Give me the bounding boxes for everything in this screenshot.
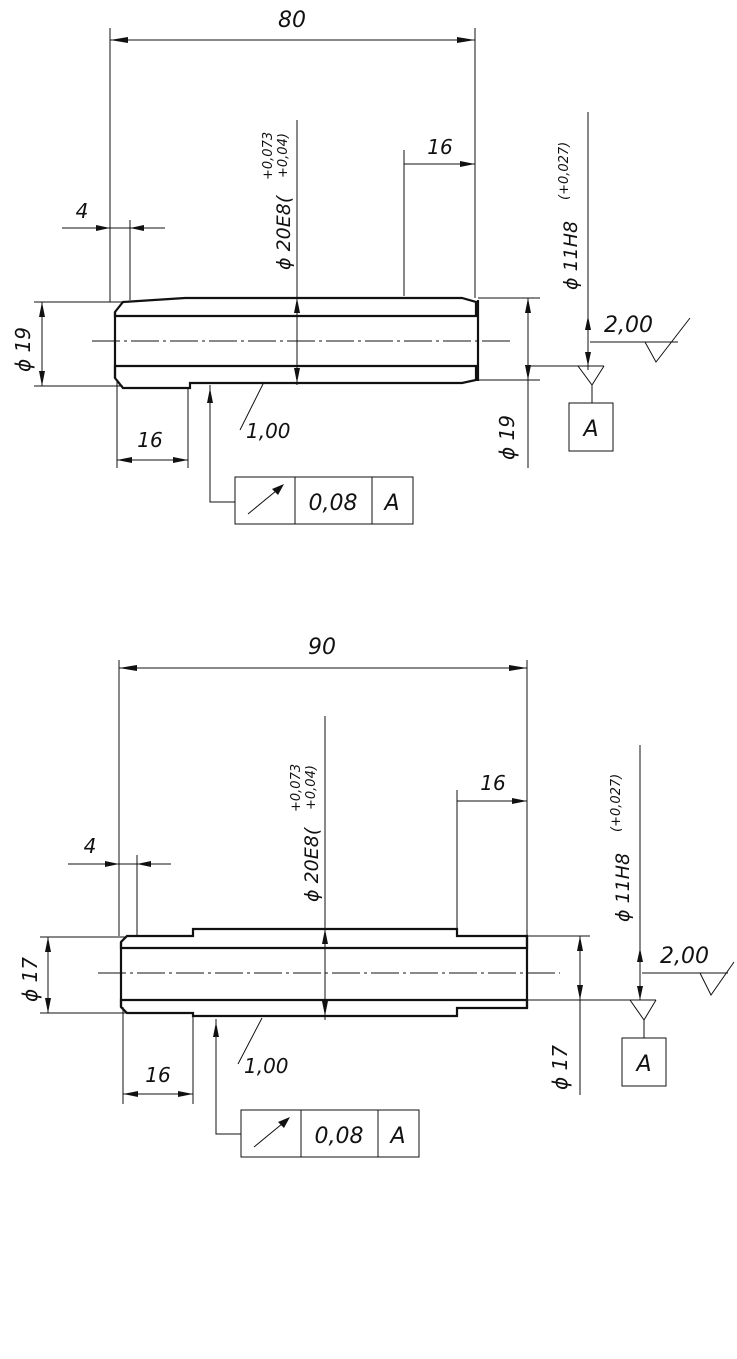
top-runout-datum: A bbox=[382, 491, 399, 516]
top-step-label: 16 bbox=[137, 428, 162, 452]
top-runout-value: 0,08 bbox=[309, 491, 358, 516]
top-datum: A bbox=[530, 366, 613, 451]
top-bore-fit: ϕ 20E8 bbox=[273, 203, 295, 270]
svg-text:+0,04): +0,04) bbox=[304, 765, 319, 810]
top-chamfer-label: 4 bbox=[76, 199, 89, 223]
top-dim-dia-left: ϕ 19 bbox=[11, 302, 123, 386]
top-outer-tol: +0,027 bbox=[557, 146, 572, 195]
bottom-runout-frame: 0,08 A bbox=[213, 1019, 419, 1157]
bottom-bore-tol-lower: +0,04 bbox=[304, 770, 319, 810]
bottom-roughness-main: 2,00 bbox=[642, 944, 734, 995]
bottom-dim-step: 16 bbox=[123, 1007, 193, 1104]
bottom-dim-outer: ϕ 11H8 (+0,027) bbox=[609, 745, 643, 1000]
top-dia-left-label: ϕ 19 bbox=[11, 327, 35, 372]
bottom-runout-datum: A bbox=[388, 1124, 405, 1149]
bottom-outer-tol: +0,027 bbox=[609, 778, 624, 827]
bottom-bore-fit: ϕ 20E8 bbox=[301, 835, 323, 902]
svg-text:(+0,027): (+0,027) bbox=[609, 774, 624, 832]
bottom-dia-left-label: ϕ 17 bbox=[18, 957, 42, 1002]
top-dia-right-label: ϕ 19 bbox=[495, 415, 519, 460]
svg-text:ϕ 11H8: ϕ 11H8 bbox=[612, 853, 634, 922]
top-part-body bbox=[92, 298, 510, 388]
svg-text:ϕ 11H8: ϕ 11H8 bbox=[560, 221, 582, 290]
top-dim-step: 16 bbox=[117, 380, 188, 468]
top-bore-tol-lower: +0,04 bbox=[276, 138, 291, 178]
top-dim-chamfer: 4 bbox=[62, 199, 165, 300]
bottom-dim-length: 90 bbox=[119, 635, 527, 936]
runout-icon bbox=[248, 484, 284, 514]
top-dim-dia-right: ϕ 19 bbox=[478, 298, 540, 468]
bottom-dim-collar: 16 bbox=[457, 771, 527, 929]
bottom-length-label: 90 bbox=[308, 635, 336, 660]
bottom-dia-right-label: ϕ 17 bbox=[548, 1045, 572, 1090]
bottom-bore-tol-upper: +0,073 bbox=[289, 764, 304, 812]
top-dim-bore: ϕ 20E8( +0,073 +0,04) bbox=[261, 120, 300, 385]
top-datum-label: A bbox=[581, 417, 598, 442]
svg-text:+0,073: +0,073 bbox=[289, 764, 304, 812]
bottom-dim-dia-left: ϕ 17 bbox=[18, 937, 127, 1013]
top-collar-label: 16 bbox=[427, 135, 452, 159]
top-roughness-main: 2,00 bbox=[590, 313, 690, 362]
bottom-part-body bbox=[98, 929, 560, 1016]
svg-text:ϕ 20E8(: ϕ 20E8( bbox=[273, 194, 295, 270]
bottom-step-label: 16 bbox=[145, 1063, 170, 1087]
top-dim-collar: 16 bbox=[404, 135, 475, 296]
svg-text:(+0,027): (+0,027) bbox=[557, 142, 572, 200]
bottom-chamfer-label: 4 bbox=[84, 834, 97, 858]
top-roughness-main-label: 2,00 bbox=[604, 313, 653, 338]
bottom-datum-label: A bbox=[634, 1052, 651, 1077]
top-roughness-inner: 1,00 bbox=[240, 382, 291, 443]
svg-text:+0,04): +0,04) bbox=[276, 133, 291, 178]
bottom-roughness-inner-label: 1,00 bbox=[244, 1054, 289, 1078]
top-length-label: 80 bbox=[278, 8, 306, 33]
top-dim-outer: ϕ 11H8 (+0,027) bbox=[557, 112, 591, 370]
top-outer-fit: ϕ 11H8 bbox=[560, 221, 582, 290]
bottom-runout-value: 0,08 bbox=[315, 1124, 364, 1149]
top-runout-frame: 0,08 A bbox=[207, 385, 413, 524]
bottom-collar-label: 16 bbox=[480, 771, 505, 795]
top-bore-tol-upper: +0,073 bbox=[261, 132, 276, 180]
top-drawing: 80 16 4 ϕ 20E8( +0,073 bbox=[11, 8, 690, 524]
svg-text:ϕ 20E8(: ϕ 20E8( bbox=[301, 826, 323, 902]
bottom-roughness-inner: 1,00 bbox=[238, 1018, 289, 1078]
top-roughness-inner-label: 1,00 bbox=[246, 419, 291, 443]
runout-icon bbox=[254, 1117, 290, 1147]
bottom-dim-bore: ϕ 20E8( +0,073 +0,04) bbox=[289, 716, 328, 1020]
bottom-dim-dia-right: ϕ 17 bbox=[527, 936, 590, 1095]
svg-text:+0,073: +0,073 bbox=[261, 132, 276, 180]
bottom-drawing: 90 16 4 ϕ 20E8( +0,073 +0, bbox=[18, 635, 734, 1157]
bottom-outer-fit: ϕ 11H8 bbox=[612, 853, 634, 922]
bottom-datum: A bbox=[580, 1000, 666, 1086]
bottom-roughness-main-label: 2,00 bbox=[660, 944, 709, 969]
